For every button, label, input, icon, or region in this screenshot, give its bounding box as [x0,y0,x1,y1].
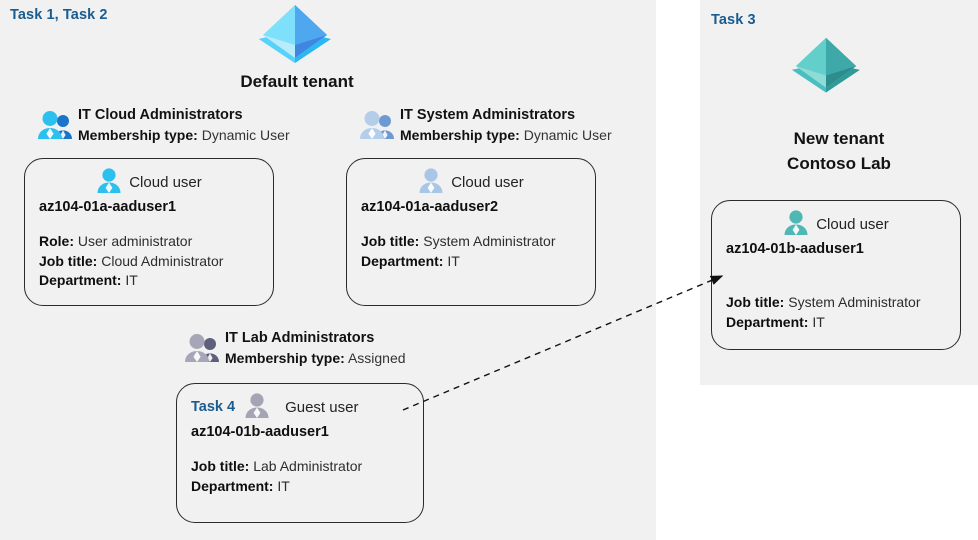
attr-key: Department: [361,252,444,269]
membership-label: Membership type: [225,350,345,366]
attr-key: Job title: [191,458,250,474]
membership-label: Membership type: [400,127,520,143]
group-name: IT Lab Administrators [225,330,375,346]
cloud-user-icon [418,167,444,198]
group-name: IT System Administrators [400,107,576,123]
attr-job-title: Job title: System Administrator [726,293,960,313]
default-tenant-panel [0,0,656,540]
cloud-user-icon [783,209,809,240]
attr-value: Lab Administrator [253,458,363,474]
new-tenant-title: New tenant Contoso Lab [700,126,978,176]
group-membership-type: Membership type: Assigned [225,348,406,369]
attr-department: Department: IT [361,252,595,272]
group-membership-type: Membership type: Dynamic User [78,125,290,146]
new-tenant-title-line1: New tenant [793,129,885,148]
attr-value: IT [447,252,460,269]
attr-key: Job title: [39,252,98,269]
attr-key: Department: [39,272,122,288]
group-it-system-administrators: IT System Administrators Membership type… [360,106,612,146]
group-it-cloud-administrators: IT Cloud Administrators Membership type:… [38,106,290,146]
cloud-user-icon [96,167,122,198]
azure-ad-tenant-icon [790,36,862,100]
membership-value: Dynamic User [201,127,290,143]
attr-key: Role: [39,233,74,249]
attr-value: Cloud Administrator [101,252,224,269]
membership-value: Dynamic User [523,127,612,143]
user-attributes: Job title: System Administrator Departme… [712,293,960,332]
user-type-label: Guest user [285,398,359,416]
attr-value: IT [812,313,825,330]
card-user-type: Task 4 Guest user [177,390,423,424]
attr-department: Department: IT [39,271,273,291]
user-card-az104-01a-aaduser1[interactable]: Cloud user az104-01a-aaduser1 Role: User… [24,158,274,306]
attr-value: User administrator [77,233,193,249]
user-upn: az104-01a-aaduser1 [39,199,177,215]
task-label-3: Task 3 [711,12,756,28]
task-label-1-2: Task 1, Task 2 [10,7,108,23]
user-card-az104-01a-aaduser2[interactable]: Cloud user az104-01a-aaduser2 Job title:… [346,158,596,306]
user-attributes: Job title: Lab Administrator Department:… [177,457,423,496]
guest-user-icon [244,392,270,423]
membership-label: Membership type: [78,127,198,143]
user-upn: az104-01b-aaduser1 [726,241,864,257]
azure-ad-tenant-icon [257,3,333,71]
user-card-az104-01b-aaduser1-guest[interactable]: Task 4 Guest user az104-01b-aaduser1 Job… [176,383,424,523]
user-attributes: Job title: System Administrator Departme… [347,232,595,271]
group-it-lab-administrators: IT Lab Administrators Membership type: A… [185,329,406,369]
group-users-icon [38,110,72,145]
card-user-type: Cloud user [712,207,960,241]
membership-value: Assigned [347,350,406,366]
new-tenant-title-line2: Contoso Lab [787,154,891,173]
attr-value: System Administrator [788,294,921,310]
attr-job-title: Job title: Lab Administrator [191,457,423,477]
task-label-4: Task 4 [191,399,236,415]
user-upn: az104-01b-aaduser1 [191,424,329,440]
attr-key: Job title: [361,233,420,249]
user-type-label: Cloud user [129,173,202,191]
attr-key: Job title: [726,294,785,310]
user-attributes: Role: User administrator Job title: Clou… [25,232,273,291]
attr-department: Department: IT [191,477,423,497]
attr-value: IT [277,477,290,494]
attr-key: Department: [726,313,809,330]
attr-key: Department: [191,477,274,494]
user-upn: az104-01a-aaduser2 [361,199,499,215]
group-membership-type: Membership type: Dynamic User [400,125,612,146]
user-type-label: Cloud user [816,215,889,233]
card-user-type: Cloud user [25,165,273,199]
attr-job-title: Job title: Cloud Administrator [39,252,273,272]
group-users-icon [360,110,394,145]
attr-role: Role: User administrator [39,232,273,252]
attr-value: IT [125,272,138,288]
attr-department: Department: IT [726,313,960,333]
user-card-az104-01b-aaduser1-new-tenant[interactable]: Cloud user az104-01b-aaduser1 Job title:… [711,200,961,350]
group-users-icon [185,333,219,368]
attr-value: System Administrator [423,233,556,249]
group-name: IT Cloud Administrators [78,107,243,123]
default-tenant-title: Default tenant [240,72,354,91]
attr-job-title: Job title: System Administrator [361,232,595,252]
user-type-label: Cloud user [451,173,524,191]
card-user-type: Cloud user [347,165,595,199]
